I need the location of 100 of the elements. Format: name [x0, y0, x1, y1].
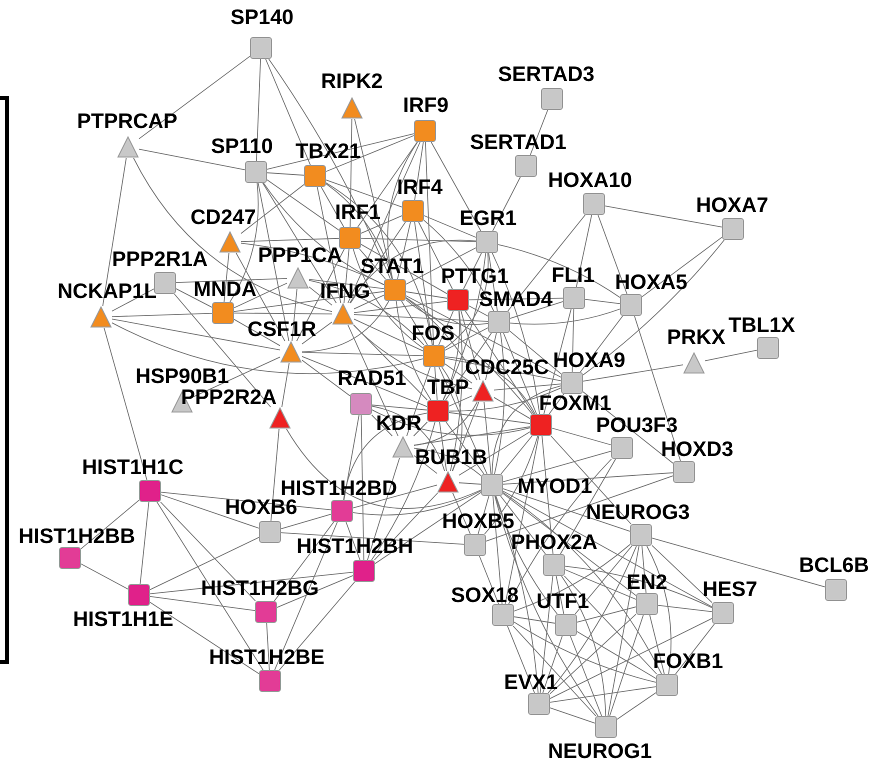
edge-line: [140, 502, 150, 584]
edge-line: [352, 490, 482, 516]
edge-line: [367, 458, 400, 560]
edge-line: [560, 458, 616, 554]
gene-label: HOXA5: [615, 272, 688, 294]
edge-line: [439, 422, 447, 472]
edge-line: [434, 366, 438, 400]
edge-line: [102, 158, 127, 306]
edge-line: [406, 297, 533, 414]
edge-line: [354, 300, 448, 314]
edge-line: [604, 206, 722, 228]
edge-line: [133, 158, 332, 312]
edge-line: [266, 622, 270, 670]
edge-line: [344, 248, 350, 304]
edge-line: [582, 240, 725, 376]
gene-label: KDR: [376, 413, 422, 435]
edge-line: [542, 436, 554, 554]
gene-label: CD247: [190, 207, 256, 229]
edge-line: [414, 455, 438, 474]
edge-line: [346, 522, 360, 560]
edge-line: [263, 182, 384, 286]
edge-line: [598, 214, 628, 294]
edge-line: [302, 352, 424, 356]
edge-line: [224, 252, 230, 302]
edge-line: [348, 324, 398, 436]
edge-line: [266, 172, 304, 176]
edge-line: [406, 247, 476, 285]
edge-line: [485, 332, 497, 380]
edge-line: [550, 614, 636, 694]
gene-label: TBL1X: [728, 315, 796, 337]
edge-line: [502, 488, 630, 532]
edge-line: [438, 366, 488, 474]
edge-line: [550, 707, 596, 724]
edge-line: [80, 500, 140, 550]
edge-line: [302, 322, 332, 344]
edge-line: [150, 602, 260, 674]
edge-line: [463, 252, 482, 290]
edge-line: [413, 422, 428, 436]
gene-label: FOXB1: [653, 651, 724, 673]
edge-line: [642, 236, 722, 298]
gene-label: IFNG: [320, 281, 370, 303]
edge-line: [446, 422, 484, 474]
edge-line: [274, 522, 334, 602]
gene-label: MYOD1: [518, 476, 592, 498]
edge-line: [460, 310, 480, 380]
edge-line: [514, 544, 630, 612]
edge-line: [424, 215, 476, 238]
edge-line: [704, 350, 758, 362]
edge-line: [308, 286, 332, 306]
gene-label: IRF9: [403, 95, 449, 117]
edge-line: [240, 238, 340, 242]
gene-label: PTTG1: [441, 266, 509, 288]
edge-line: [174, 294, 272, 408]
gene-label: HIST1H2BH: [296, 536, 414, 558]
edge-line: [484, 436, 538, 534]
edge-line: [500, 496, 546, 554]
gene-label: BUB1B: [415, 447, 488, 469]
edge-line: [266, 133, 414, 170]
edge-line: [444, 252, 489, 348]
edge-line: [352, 248, 424, 349]
gene-label: TBP: [427, 377, 469, 399]
edge-line: [652, 545, 712, 603]
gene-label: SMAD4: [479, 289, 553, 311]
edge-line: [302, 300, 390, 352]
edge-line: [372, 406, 446, 472]
edge-line: [430, 142, 482, 232]
edge-line: [442, 310, 460, 400]
edge-line: [561, 576, 606, 716]
gene-label: FOS: [412, 323, 455, 345]
edge-line: [510, 330, 562, 374]
gene-label: SERTAD1: [470, 132, 566, 154]
edge-line: [424, 220, 494, 312]
edge-line: [448, 412, 530, 424]
edge-line: [326, 135, 414, 172]
gene-label: HOXA9: [553, 350, 626, 372]
edge-line: [316, 186, 342, 304]
edge-line: [234, 282, 288, 308]
edge-line: [192, 356, 280, 398]
edge-line: [156, 502, 264, 670]
edge-line: [508, 458, 612, 604]
edge-line: [234, 318, 280, 346]
gene-label: HOXA10: [548, 170, 632, 192]
gene-label: SP140: [230, 7, 294, 29]
edge-line: [494, 384, 562, 390]
edge-line: [176, 278, 288, 284]
edge-line: [552, 428, 612, 446]
edge-line: [448, 387, 562, 412]
edge-line: [494, 397, 530, 419]
gene-label: EGR1: [460, 208, 517, 230]
edge-line: [344, 414, 360, 500]
edge-line: [570, 636, 602, 716]
edge-line: [548, 546, 637, 694]
gene-label: CDC25C: [465, 357, 550, 379]
edge-line: [278, 582, 356, 670]
edge-line: [401, 300, 428, 346]
edge-line: [286, 428, 482, 509]
gene-label: HIST1H2BD: [280, 478, 398, 500]
edge-line: [371, 422, 436, 560]
edge-line: [464, 310, 534, 414]
edge-line: [372, 409, 530, 436]
